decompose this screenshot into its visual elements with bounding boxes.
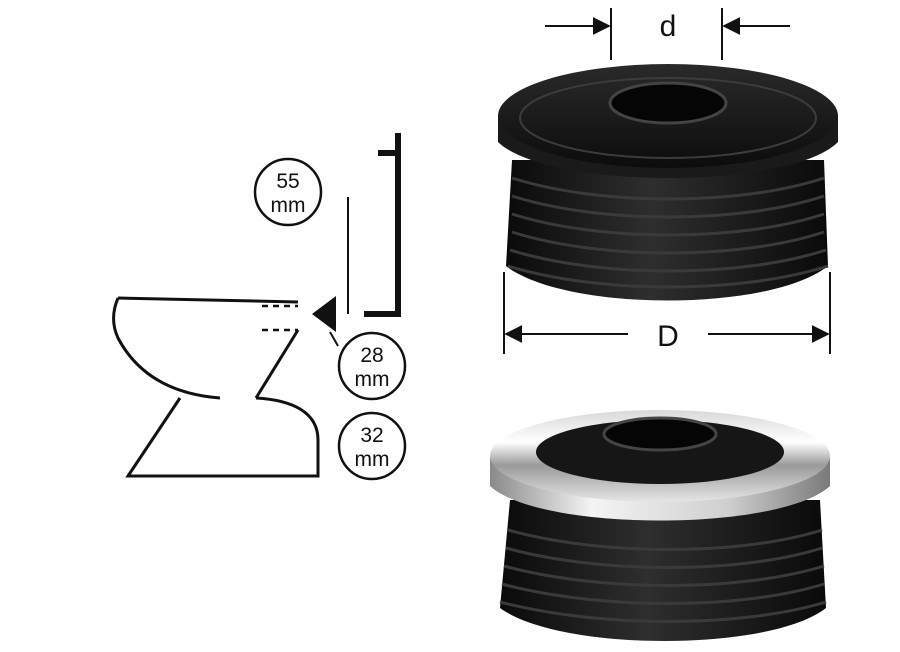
dimension-D [503,272,831,354]
leader-28 [329,331,339,347]
badge-value: 28 [360,344,383,367]
outer-diameter-label: D [657,320,679,353]
badge-55mm: 55 mm [253,157,323,227]
toilet-schematic [112,133,401,478]
chrome-rim-seal-icon [490,410,830,641]
badge-value: 32 [360,424,383,447]
chrome-seal-body [500,500,826,641]
chrome-seal-ribs [499,528,827,623]
chrome-center-hole [602,416,718,452]
flush-direction-arrow-icon [312,296,336,332]
badge-unit: mm [355,368,390,391]
wall-bracket [364,133,401,317]
inner-diameter-label: d [660,10,677,43]
rubber-seal-icon [498,64,838,301]
dimension-d [545,8,790,60]
badge-28mm: 28 mm [337,331,407,401]
chrome-inner-rubber [536,420,784,484]
seal-center-hole [608,81,728,125]
badge-unit: mm [271,194,306,217]
badge-value: 55 [276,170,299,193]
toilet-bowl-outline [112,296,320,478]
badge-32mm: 32 mm [337,411,407,481]
badge-unit: mm [355,448,390,471]
seal-ribs [507,176,829,289]
